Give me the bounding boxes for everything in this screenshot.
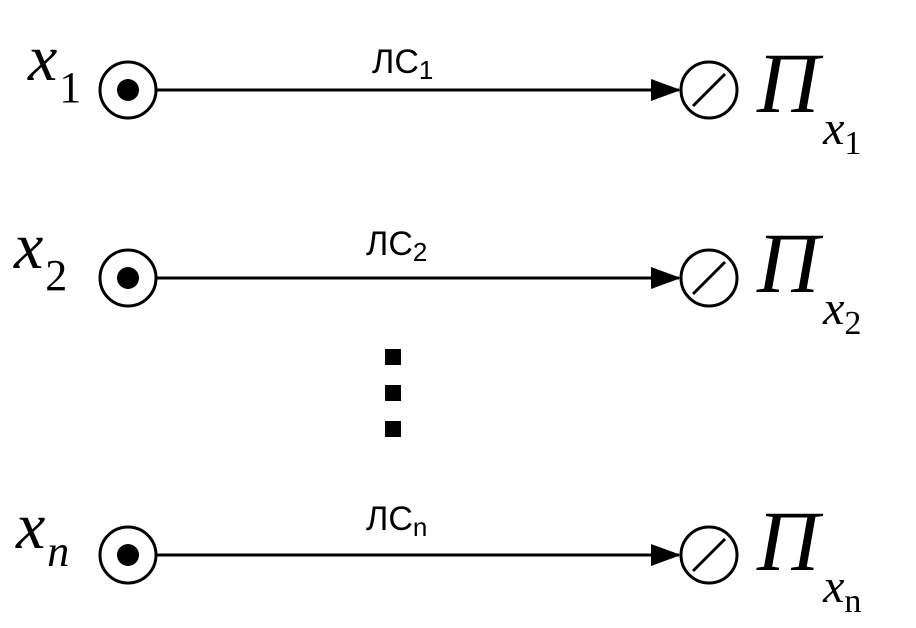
vertical-ellipsis-icon	[385, 349, 401, 437]
channel-label-1: ЛС1	[372, 43, 433, 85]
ellipsis-dot-3	[385, 421, 401, 437]
receiver-label-2: Пx2	[756, 215, 861, 342]
channel-row-n: xn ЛСn Пxn	[15, 490, 861, 620]
ellipsis-dot-2	[385, 385, 401, 401]
channel-label-n: ЛСn	[366, 500, 427, 542]
receiver-slash-icon	[691, 537, 727, 573]
receiver-label-n: Пxn	[756, 493, 861, 620]
channel-row-2: x2 ЛС2 Пx2	[13, 210, 861, 342]
source-label-1: x1	[27, 22, 81, 112]
channel-row-1: x1 ЛС1 Пx1	[27, 22, 861, 162]
source-label-n: xn	[15, 490, 69, 576]
ellipsis-dot-1	[385, 349, 401, 365]
receiver-slash-icon	[691, 72, 727, 108]
channel-label-2: ЛС2	[366, 225, 427, 267]
source-node-dot-icon	[117, 267, 139, 289]
source-node-dot-icon	[117, 79, 139, 101]
source-node-dot-icon	[117, 544, 139, 566]
source-label-2: x2	[13, 210, 67, 300]
receiver-slash-icon	[691, 260, 727, 296]
receiver-label-1: Пx1	[756, 35, 861, 162]
